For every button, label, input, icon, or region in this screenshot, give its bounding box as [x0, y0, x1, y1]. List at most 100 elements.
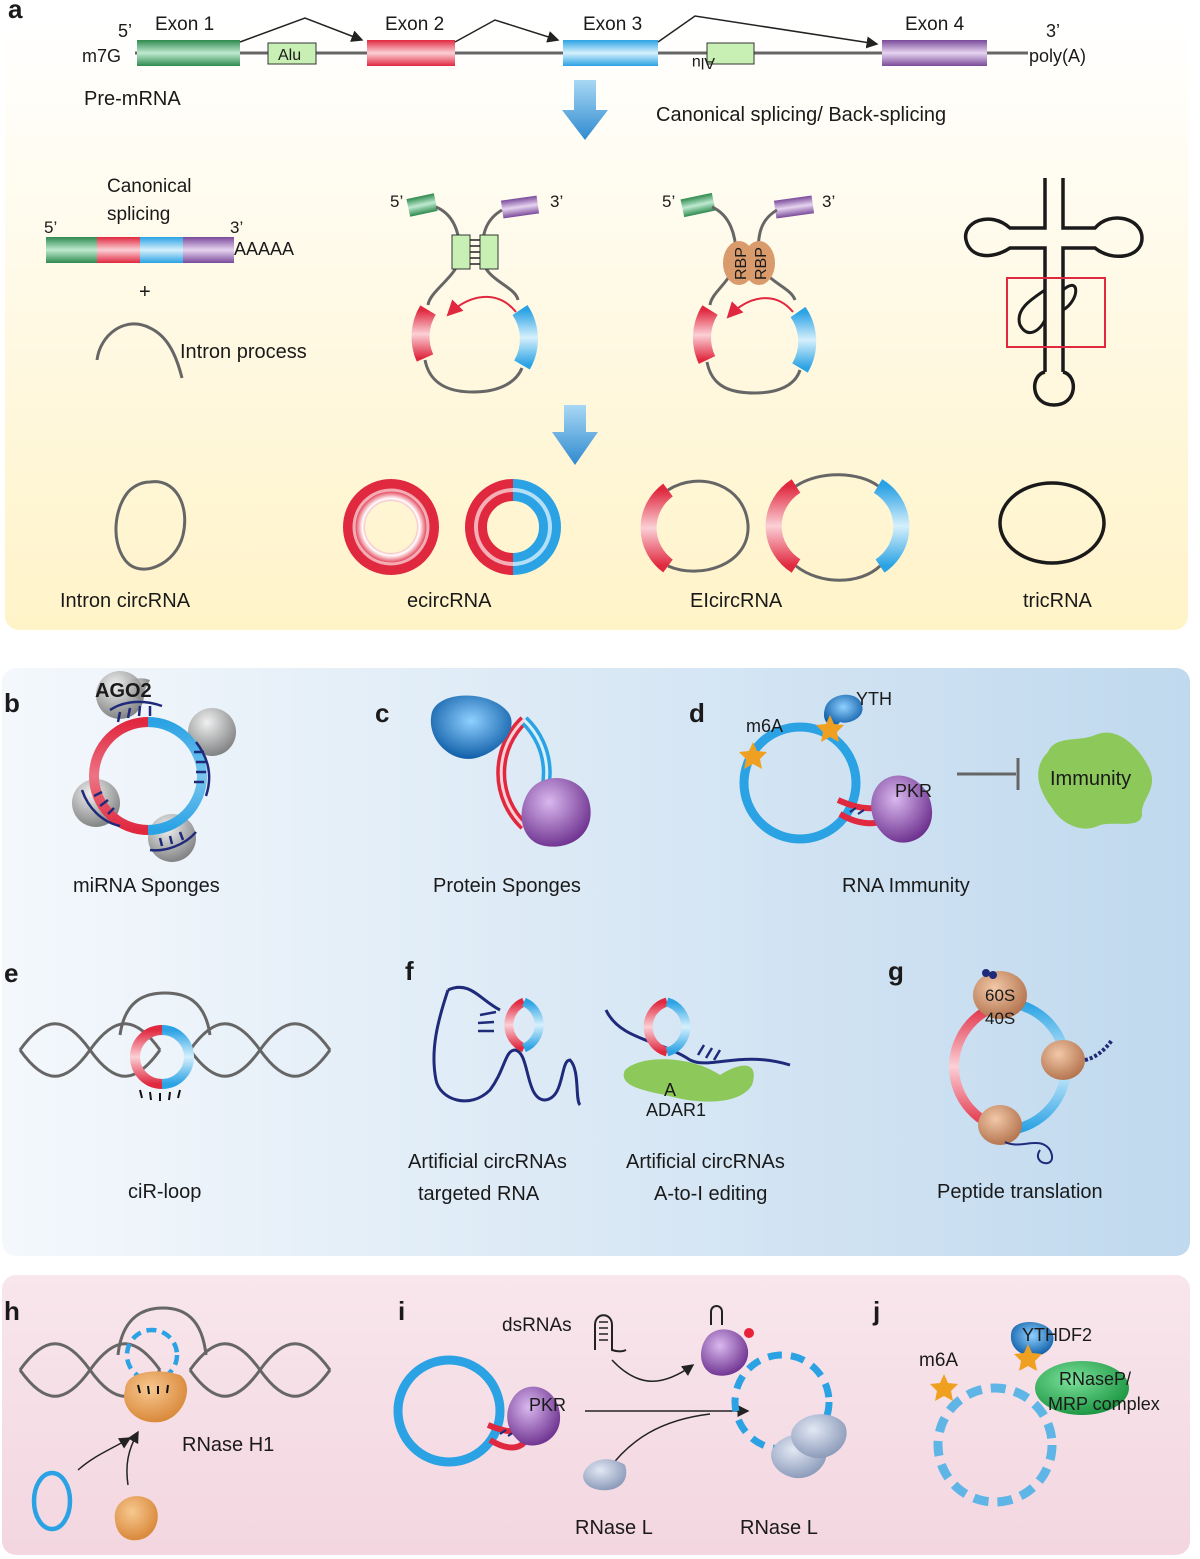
trna-structure: [964, 178, 1144, 407]
m6a-label: m6A: [746, 716, 783, 736]
rbp-purple-protein: [521, 778, 591, 847]
intron-circrna-shape: [114, 480, 187, 571]
five-prime-label: 5’: [118, 21, 132, 41]
panel-label-f: f: [405, 956, 414, 986]
down-arrow-icon-2: [552, 405, 598, 465]
alu-reverse-label: Alu: [692, 54, 715, 71]
intron-lariat: [95, 322, 184, 379]
m6a-star-icon: [739, 742, 767, 769]
adar1-protein: [623, 1059, 754, 1102]
mrna-exon-3: [140, 237, 183, 263]
rnasep-label-1: RNaseP/: [1059, 1369, 1131, 1389]
rnase-l-label-2: RNase L: [740, 1517, 818, 1539]
elcirc-1-exon: [640, 483, 674, 573]
alu-label: Alu: [278, 47, 301, 64]
panel-d-caption: RNA Immunity: [842, 875, 970, 897]
m6a-star-icon-2: [816, 715, 844, 742]
panel-e-caption: ciR-loop: [128, 1181, 201, 1203]
tricrna-label: tricRNA: [1023, 590, 1093, 612]
ecircrna-label: ecircRNA: [407, 590, 492, 612]
j-m6a-label: m6A: [919, 1350, 958, 1371]
i-pkr-protein: [507, 1386, 561, 1446]
immunity-blob: [1038, 732, 1153, 829]
ribosome-3: [978, 1105, 1022, 1145]
panel-label-d: d: [689, 698, 705, 728]
mrna-exon-4: [183, 237, 234, 263]
splice-arrow-2: [454, 19, 560, 43]
bs2-exon-4: [773, 195, 815, 219]
rbp-blue-protein: [430, 695, 512, 759]
bs1-exon-1: [406, 193, 438, 217]
j-degraded-circrna: [933, 1383, 1057, 1507]
plus-sign: +: [139, 281, 151, 303]
rnasep-label-2: MRP complex: [1048, 1394, 1160, 1414]
ago2-label: AGO2: [95, 680, 152, 702]
rbp-right: [743, 241, 775, 285]
yth-label: YTH: [856, 689, 892, 709]
mrna-three-prime: 3’: [230, 218, 243, 237]
rbp-label-right: RBP: [753, 247, 770, 280]
activated-pkr-icon: [700, 1329, 749, 1376]
panel-f-caption-1b: targeted RNA: [418, 1183, 540, 1205]
exon-1-block: [137, 40, 240, 66]
rnase-h1-protein: [124, 1371, 188, 1423]
exon-3-block: [563, 40, 658, 66]
tric-highlight-box: [1006, 277, 1106, 348]
three-prime-label: 3’: [1046, 21, 1060, 41]
i-pkr-label: PKR: [529, 1395, 566, 1415]
rnase-l-active-2: [791, 1414, 847, 1459]
panel-f-caption-2a: Artificial circRNAs: [626, 1151, 785, 1173]
i-circrna: [393, 1355, 505, 1467]
artificial-circrna-editing: [604, 997, 791, 1102]
ribosome-2: [1041, 1040, 1085, 1080]
j-m6a-star-icon: [930, 1374, 958, 1401]
h-dna: [18, 1306, 332, 1398]
down-arrow-icon: [562, 80, 608, 140]
panel-a-background: [5, 22, 1188, 630]
panel-f-caption-2b: A-to-I editing: [654, 1183, 767, 1205]
40s-label: 40S: [985, 1009, 1015, 1028]
pre-mrna-label: Pre-mRNA: [84, 88, 181, 110]
panel-b-caption: miRNA Sponges: [73, 875, 220, 897]
artificial-circrna-targeting: [432, 985, 582, 1107]
exon-2-block: [367, 40, 455, 66]
panel-label-j: j: [872, 1296, 880, 1326]
bs2-exon-1: [680, 192, 716, 218]
splice-arrow-1: [239, 17, 364, 43]
exon-2-label: Exon 2: [385, 14, 444, 35]
mrna-five-prime: 5’: [44, 218, 57, 237]
exon-3-label: Exon 3: [583, 14, 642, 35]
panel-label-h: h: [4, 1296, 20, 1326]
yth-protein: [823, 694, 863, 726]
pkr-protein: [871, 775, 933, 843]
panel-label-i: i: [398, 1296, 405, 1326]
panel-bg-blue: [2, 668, 1190, 1256]
panel-bg-pink: [2, 1275, 1190, 1555]
rbp-backsplice-diagram: 5’ 3’ RBP RBP: [662, 192, 835, 395]
rnase-l-inactive: [583, 1459, 627, 1491]
panel-f-caption-1a: Artificial circRNAs: [408, 1151, 567, 1173]
rnasep-mrp-complex: [1035, 1361, 1129, 1415]
pkr-label: PKR: [895, 781, 932, 801]
exon-4-block: [882, 40, 987, 66]
adar1-label: ADAR1: [646, 1100, 706, 1120]
panel-label-b: b: [4, 688, 20, 718]
d-circrna: [739, 722, 861, 844]
bs1-five-prime: 5’: [390, 192, 403, 211]
mirna-sponge-diagram: [72, 671, 236, 862]
splicing-label: Canonical splicing/ Back-splicing: [656, 104, 946, 126]
bs1-three-prime: 3’: [550, 192, 563, 211]
elcirc-2-exon-2: [765, 479, 801, 573]
panels-b-to-g: b AGO2 miRNA Sponges c: [2, 668, 1190, 1256]
rnase-l-label-1: RNase L: [575, 1517, 653, 1539]
dsrnas-label: dsRNAs: [502, 1315, 572, 1336]
bs1-exon-3-arc: [512, 304, 538, 370]
panel-a: a Alu Alu Exon 1 Exon 2 Exon 3 Exon 4 5’…: [5, 0, 1188, 630]
intron-circrna-label: Intron circRNA: [60, 590, 191, 612]
phospho-dot: [744, 1328, 754, 1338]
rnase-h1-label: RNase H1: [182, 1434, 274, 1456]
panel-c-caption: Protein Sponges: [433, 875, 581, 897]
protein-sponge-diagram: [430, 695, 591, 847]
cap-label: m7G: [82, 46, 121, 66]
